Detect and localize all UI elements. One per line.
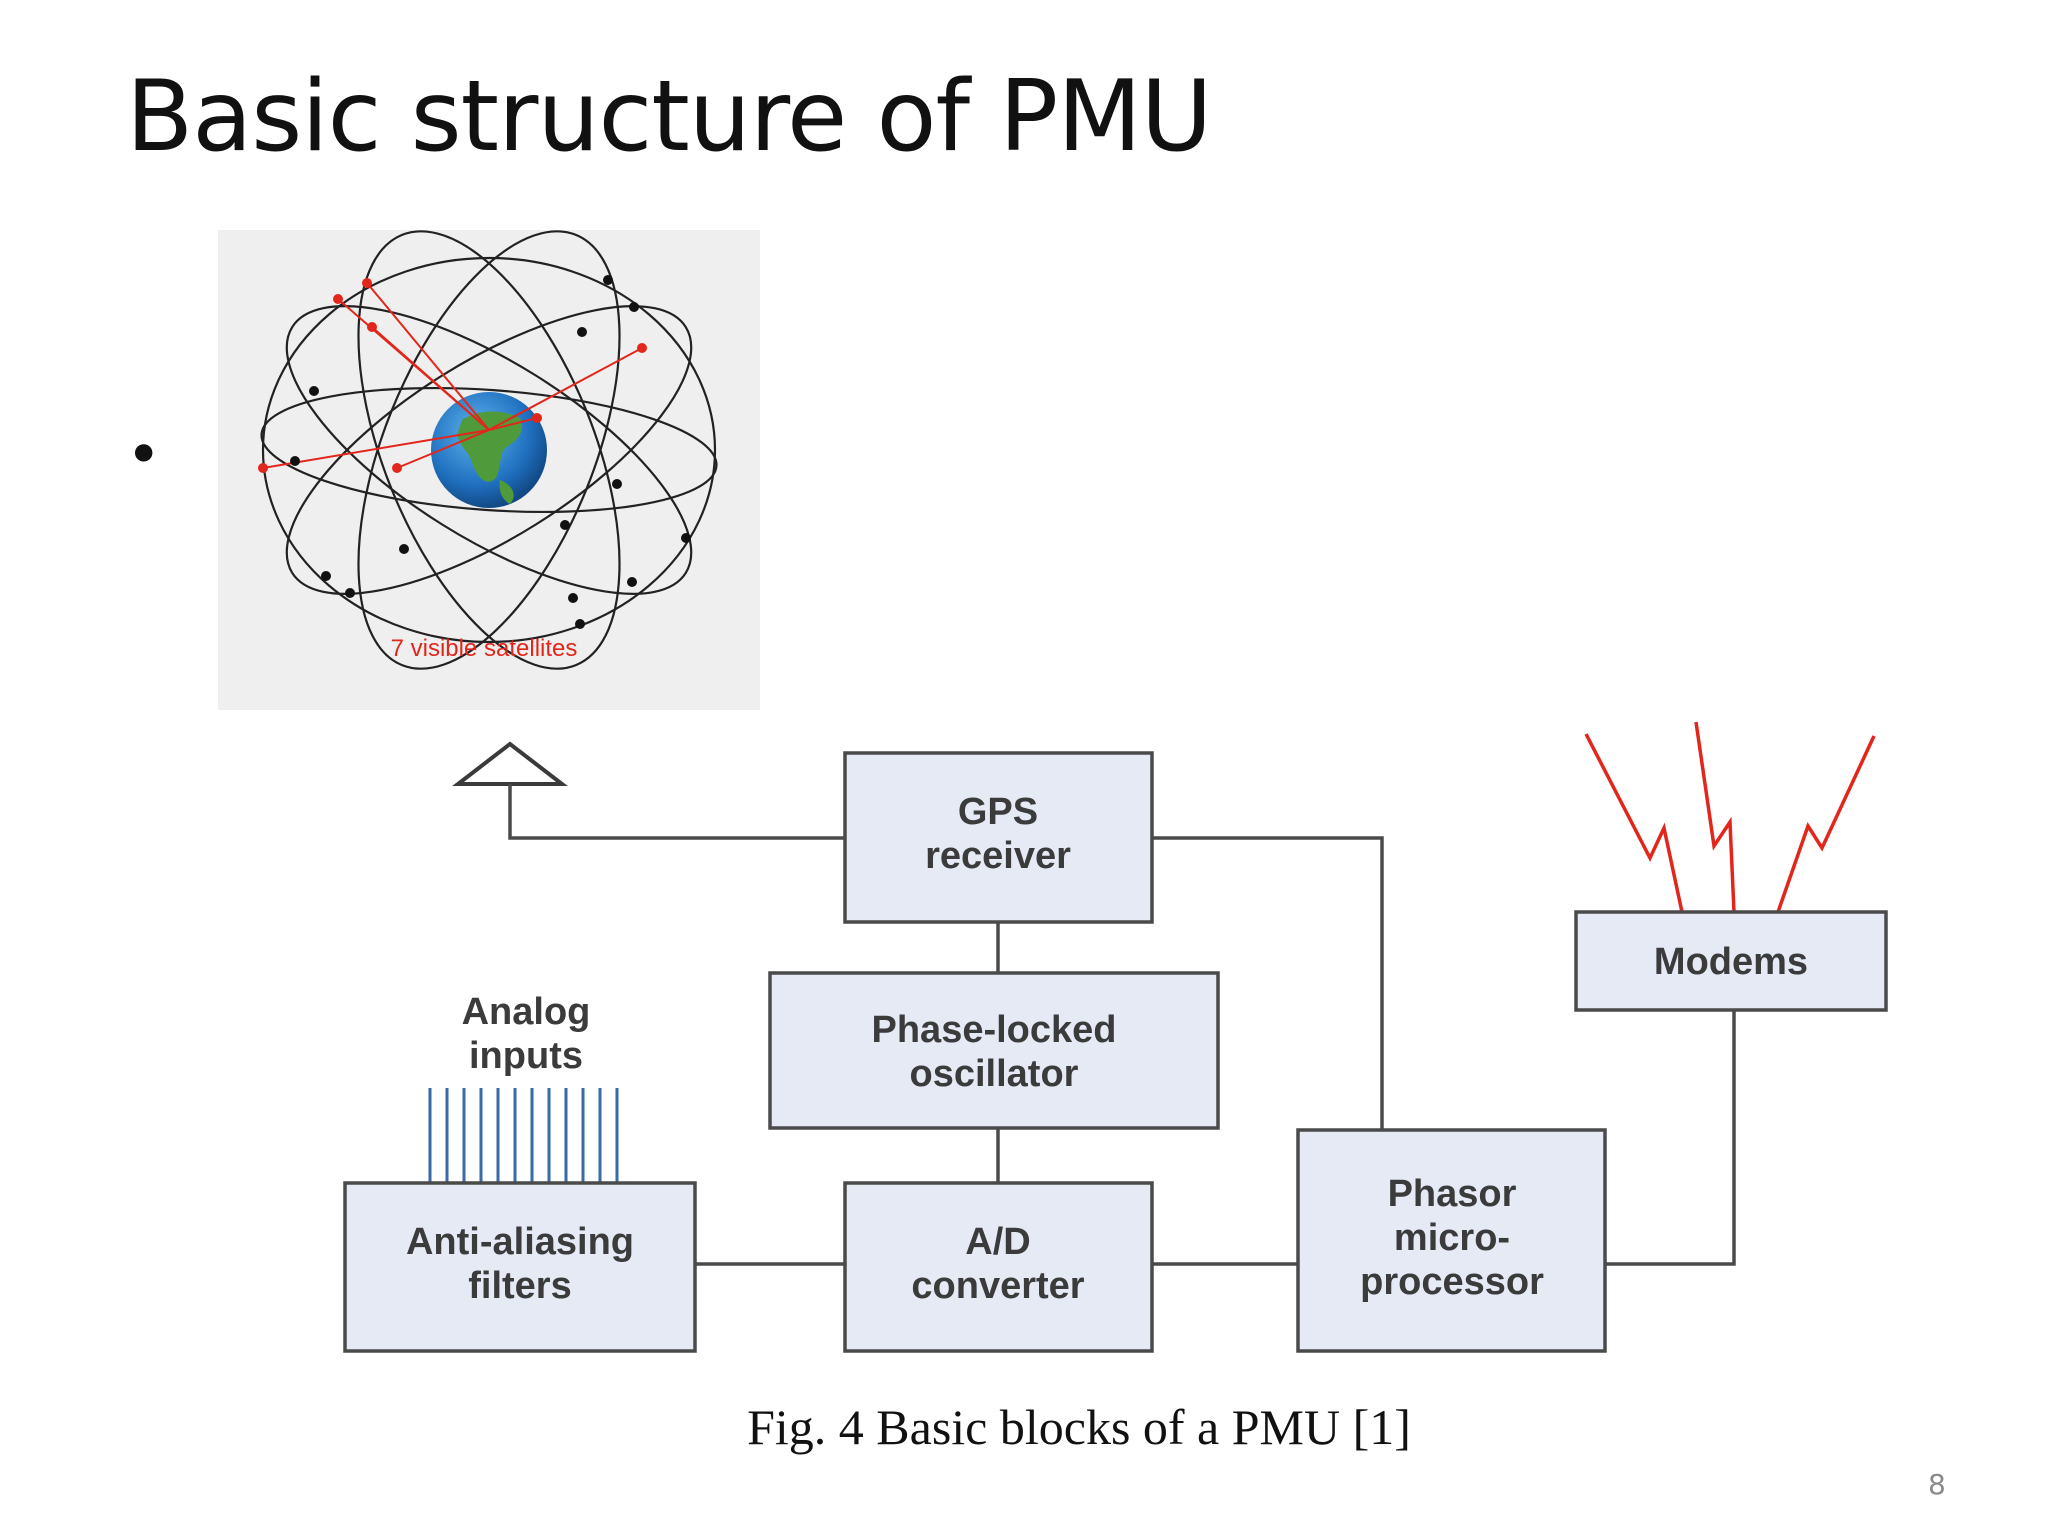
block-ad-converter: A/D converter <box>843 1181 1154 1353</box>
gps-receiver-line-1: GPS <box>958 791 1038 833</box>
gps-antenna-icon <box>452 741 568 786</box>
radio-wave-icon <box>1584 721 1876 913</box>
satellite-label: 7 visible satellites <box>391 635 578 662</box>
pll-line-2: oscillator <box>910 1053 1079 1095</box>
bullet-point: • <box>126 420 162 490</box>
connection-lines <box>508 784 1736 1266</box>
analog-inputs-line-2: inputs <box>469 1035 583 1077</box>
satellite-constellation-image: 7 visible satellites <box>218 230 760 710</box>
phasor-line-1: Phasor <box>1388 1173 1517 1215</box>
pll-line-1: Phase-locked <box>872 1009 1117 1051</box>
figure-caption: Fig. 4 Basic blocks of a PMU [1] <box>747 1399 1411 1455</box>
phasor-line-3: processor <box>1360 1261 1544 1303</box>
page-number: 8 <box>1928 1468 1946 1501</box>
block-phasor-microprocessor: Phasor micro- processor <box>1296 1128 1607 1353</box>
block-phase-locked-oscillator: Phase-locked oscillator <box>768 971 1220 1130</box>
other-satellites <box>290 275 691 629</box>
ad-converter-line-1: A/D <box>965 1221 1030 1263</box>
filters-line-2: filters <box>468 1265 571 1307</box>
visible-satellites <box>258 278 647 473</box>
earth-globe <box>431 392 547 508</box>
filters-line-1: Anti-aliasing <box>406 1221 634 1263</box>
ad-converter-line-2: converter <box>911 1265 1084 1307</box>
analog-input-lines <box>428 1088 619 1182</box>
phasor-line-2: micro- <box>1394 1217 1510 1259</box>
analog-inputs-line-1: Analog <box>462 991 591 1033</box>
block-modems: Modems <box>1574 910 1888 1012</box>
label-analog-inputs: Analog inputs <box>462 991 591 1077</box>
block-gps-receiver: GPS receiver <box>843 751 1154 924</box>
block-anti-aliasing-filters: Anti-aliasing filters <box>343 1181 697 1353</box>
modems-label: Modems <box>1654 941 1808 983</box>
slide-title: Basic structure of PMU <box>126 60 1212 174</box>
gps-receiver-line-2: receiver <box>925 835 1071 877</box>
visibility-rays <box>262 282 643 469</box>
